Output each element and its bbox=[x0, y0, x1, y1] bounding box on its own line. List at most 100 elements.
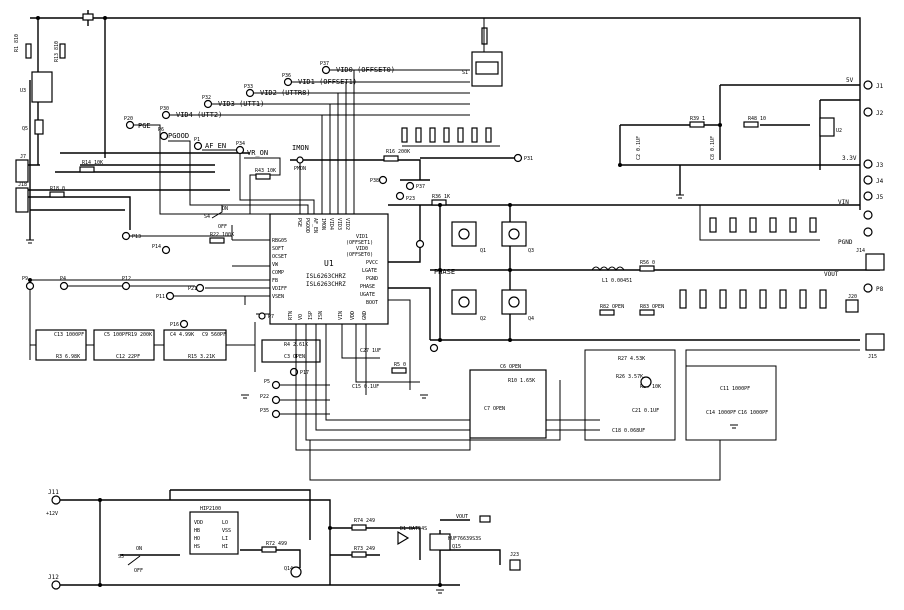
q3-label: Q3 bbox=[528, 248, 534, 254]
svg-text:VIN: VIN bbox=[338, 311, 344, 320]
p6-label: P6 bbox=[158, 127, 164, 133]
current-sense-rc: R27 4.53K R26 3.57K R24 10K C21 0.1UF C1… bbox=[584, 349, 676, 441]
p34-testpoint: P38 bbox=[370, 175, 388, 185]
imon-net-label: IMON bbox=[292, 144, 309, 152]
af-en-net: P1 AF_EN bbox=[193, 137, 315, 214]
p8-testpoint: P9 bbox=[22, 276, 35, 291]
j3-label: J3 bbox=[876, 162, 884, 169]
s4-label: S4 bbox=[204, 214, 210, 220]
svg-text:VW: VW bbox=[272, 262, 279, 268]
ic-u1: U1 ISL6263CHRZ ISL6263CHRZ RBG05 SOFT OC… bbox=[269, 213, 389, 325]
p7-label: P7 bbox=[268, 314, 274, 320]
vid3-net: P32 VID3 (UTT1) bbox=[202, 95, 470, 214]
j23-label: J23 bbox=[510, 552, 519, 558]
p20-label: P17 bbox=[300, 370, 309, 376]
ic-top-pins: PGE PGOOD AF_EN IMON VID4 VID3 VID2 bbox=[296, 218, 350, 233]
c5-label: C5 100PF bbox=[104, 332, 128, 338]
j20-label: J20 bbox=[848, 294, 857, 300]
q15-label: Q15 bbox=[452, 544, 461, 550]
hip2100-label: HIP2100 bbox=[200, 506, 221, 512]
ic-left-pins: RBG05 SOFT OCSET VW COMP FB VDIFF VSEN bbox=[272, 238, 287, 300]
vin-jack: VIN bbox=[838, 199, 873, 220]
j1-label: J1 bbox=[876, 83, 884, 90]
s5-label: S5 bbox=[118, 554, 124, 560]
svg-text:RBG05: RBG05 bbox=[272, 238, 287, 244]
svg-text:HI: HI bbox=[222, 544, 228, 550]
r16-label: R16 200K bbox=[386, 149, 410, 155]
svg-text:VSS: VSS bbox=[222, 528, 231, 534]
junction-dots bbox=[28, 16, 722, 587]
r13-resistor: R13 810 bbox=[54, 41, 66, 62]
c18-label: C18 0.068UF bbox=[612, 428, 645, 434]
j4-label: J4 bbox=[876, 178, 884, 185]
p21-label: P21 bbox=[188, 286, 197, 292]
j23-jack: J23 bbox=[509, 552, 521, 571]
svg-text:VSEN: VSEN bbox=[272, 294, 284, 300]
r1-label: R1 810 bbox=[14, 34, 20, 52]
vin-net-label: VIN bbox=[838, 199, 849, 206]
u3-label: U3 bbox=[20, 88, 26, 94]
c2-capacitor: C2 0.1UF bbox=[636, 136, 642, 160]
svg-text:VID2: VID2 bbox=[344, 218, 350, 230]
svg-text:VDIFF: VDIFF bbox=[272, 286, 287, 292]
l1-label: L1 0.00451 bbox=[602, 278, 632, 284]
c7-label: C7 OPEN bbox=[484, 406, 505, 412]
p30-testpoint: P35 bbox=[260, 408, 281, 419]
q4-mosfet: Q4 bbox=[501, 289, 534, 322]
svg-text:HS: HS bbox=[194, 544, 200, 550]
p27-label: P32 bbox=[202, 95, 211, 101]
p29-label: P34 bbox=[236, 141, 245, 147]
svg-text:ISN: ISN bbox=[318, 311, 324, 320]
s4-off-label: OFF bbox=[218, 224, 227, 230]
s1-dip-switch: S1 bbox=[462, 18, 503, 87]
r73-resistor: R73 249 bbox=[351, 546, 375, 558]
q1-label: Q1 bbox=[480, 248, 486, 254]
c14-label: C14 1000PF bbox=[706, 410, 736, 416]
svg-text:VDD: VDD bbox=[194, 520, 203, 526]
p9-label: P8 bbox=[876, 286, 884, 293]
svg-text:PGOOD: PGOOD bbox=[304, 218, 310, 233]
inductor-l1: L1 0.00451 bbox=[591, 266, 632, 284]
svg-text:AF_EN: AF_EN bbox=[312, 218, 318, 233]
r22-resistor: R22 100K bbox=[209, 232, 234, 244]
r73-label: R73 249 bbox=[354, 546, 375, 552]
c27-capacitor: C27 1UF bbox=[360, 348, 381, 354]
p26-label: P31 bbox=[524, 156, 533, 162]
phase-net-label: PHASE bbox=[434, 268, 455, 276]
q14-transistor: Q14 bbox=[284, 566, 302, 578]
r15-label: R15 3.21K bbox=[188, 354, 215, 360]
p11-label: P11 bbox=[156, 294, 165, 300]
p28-label: P33 bbox=[244, 84, 253, 90]
q5-label: Q5 bbox=[22, 126, 28, 132]
c15-label: C15 0.1UF bbox=[352, 384, 379, 390]
p32-testpoint: P37 bbox=[405, 181, 425, 191]
p26-testpoint: P31 bbox=[513, 153, 533, 163]
c12-label: C12 22PF bbox=[116, 354, 140, 360]
p22-label: P22 bbox=[260, 394, 269, 400]
r19-label: R19 200K bbox=[128, 332, 152, 338]
s4-switch: S4 ON OFF bbox=[204, 205, 228, 230]
j2-jack: J2 bbox=[863, 107, 884, 117]
ic-u1-body bbox=[269, 213, 389, 325]
vout2-net-label: VOUT bbox=[456, 514, 468, 520]
svg-text:VID1: VID1 bbox=[356, 234, 368, 240]
pge-net: P20 PGE bbox=[124, 116, 300, 215]
p14-label: P14 bbox=[152, 244, 161, 250]
p17-label: P16 bbox=[170, 322, 179, 328]
d1-diode: D1 BAT54S bbox=[397, 526, 427, 546]
r14-resistor: R14 10K bbox=[79, 160, 103, 173]
r83-label: R83 OPEN bbox=[640, 304, 664, 310]
q2-mosfet: Q2 bbox=[451, 289, 486, 322]
comp-block-4: R4 2.61K C3 OPEN bbox=[261, 339, 321, 363]
r56-label: R56 0 bbox=[640, 260, 655, 266]
pge-net-label: PGE bbox=[138, 122, 151, 130]
s5-off-label: OFF bbox=[134, 568, 143, 574]
p21-testpoint: P21 bbox=[188, 283, 205, 293]
r5-label: R5 0 bbox=[394, 362, 406, 368]
c6-label: C6 OPEN bbox=[500, 364, 521, 370]
r39-label: R39 1 bbox=[690, 116, 705, 122]
svg-text:UGATE: UGATE bbox=[360, 292, 375, 298]
r82-resistor: R82 OPEN bbox=[599, 304, 624, 316]
current-sense-block: C6 OPEN R10 1.65K C7 OPEN bbox=[469, 364, 547, 439]
r5-resistor: R5 0 bbox=[391, 362, 407, 374]
